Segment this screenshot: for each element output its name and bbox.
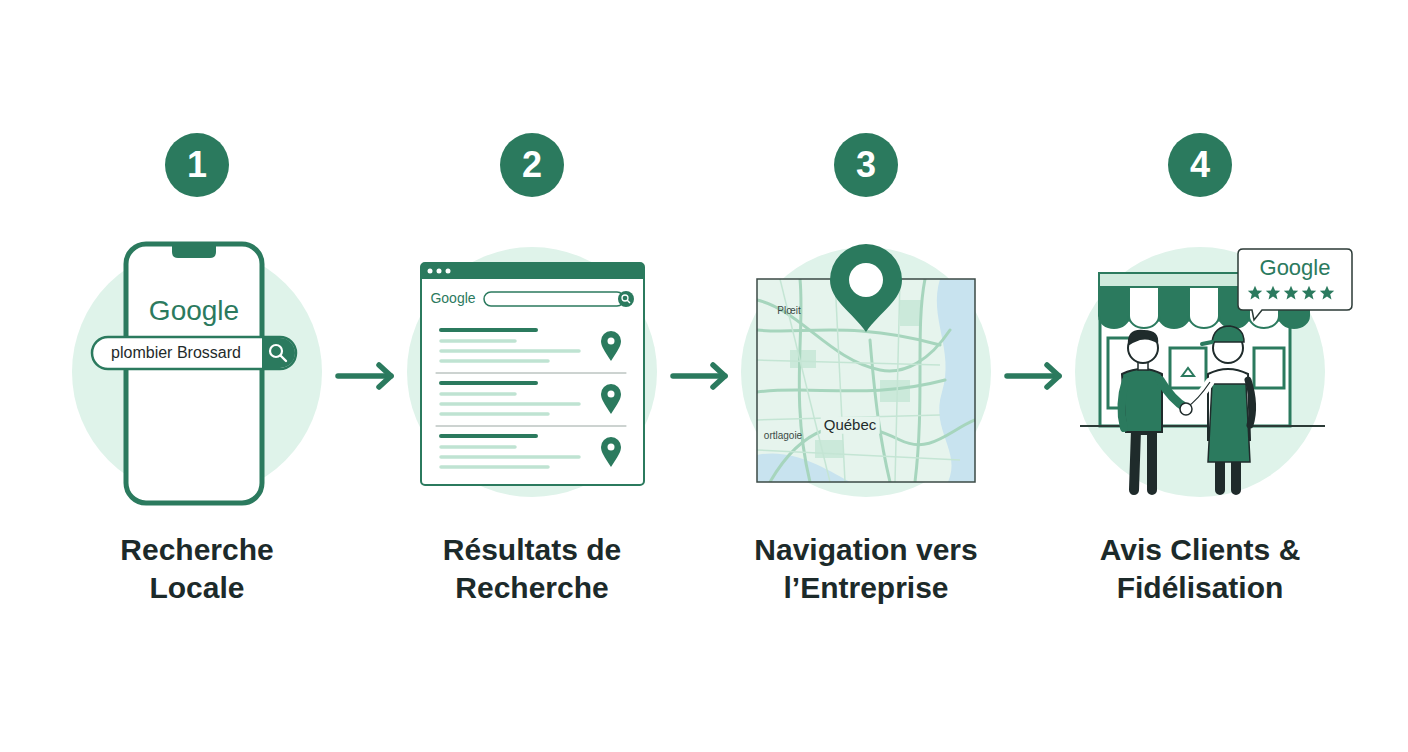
logo-text: Google bbox=[430, 291, 475, 306]
awning-stripe bbox=[1099, 287, 1129, 328]
awning-stripe bbox=[1189, 287, 1219, 328]
store-icon bbox=[1080, 249, 1352, 490]
step-node: 2Résultats de Recherche bbox=[407, 247, 657, 497]
flow-arrow bbox=[1007, 373, 1059, 379]
logo-text: Google bbox=[149, 296, 239, 327]
step-number: 2 bbox=[500, 133, 564, 197]
step-number: 4 bbox=[1168, 133, 1232, 197]
step-number: 1 bbox=[165, 133, 229, 197]
pale-disc bbox=[407, 247, 657, 497]
browser-icon bbox=[421, 263, 644, 485]
phone-icon bbox=[92, 244, 296, 503]
step-caption: Avis Clients & Fidélisation bbox=[1080, 531, 1320, 607]
awning-stripe bbox=[1159, 287, 1189, 328]
step-node: 4Avis Clients & Fidélisation bbox=[1075, 247, 1325, 497]
map-place: Québec bbox=[821, 417, 880, 434]
map-icon bbox=[757, 244, 975, 482]
flow-arrow bbox=[673, 373, 725, 379]
map-place: ortlagoie bbox=[764, 430, 802, 441]
search-query: plombier Brossard bbox=[111, 344, 241, 362]
pale-disc bbox=[741, 247, 991, 497]
step-caption: Navigation vers l’Entreprise bbox=[746, 531, 986, 607]
step-number: 3 bbox=[834, 133, 898, 197]
step-caption: Résultats de Recherche bbox=[412, 531, 652, 607]
logo-text: Google bbox=[1260, 256, 1331, 280]
map-place: Plœit bbox=[777, 305, 800, 316]
step-node: 1Recherche Locale bbox=[72, 247, 322, 497]
awning-stripe bbox=[1129, 287, 1159, 328]
flow-arrow bbox=[338, 373, 391, 379]
step-caption: Recherche Locale bbox=[77, 531, 317, 607]
step-node: 3Navigation vers l’Entreprise bbox=[741, 247, 991, 497]
